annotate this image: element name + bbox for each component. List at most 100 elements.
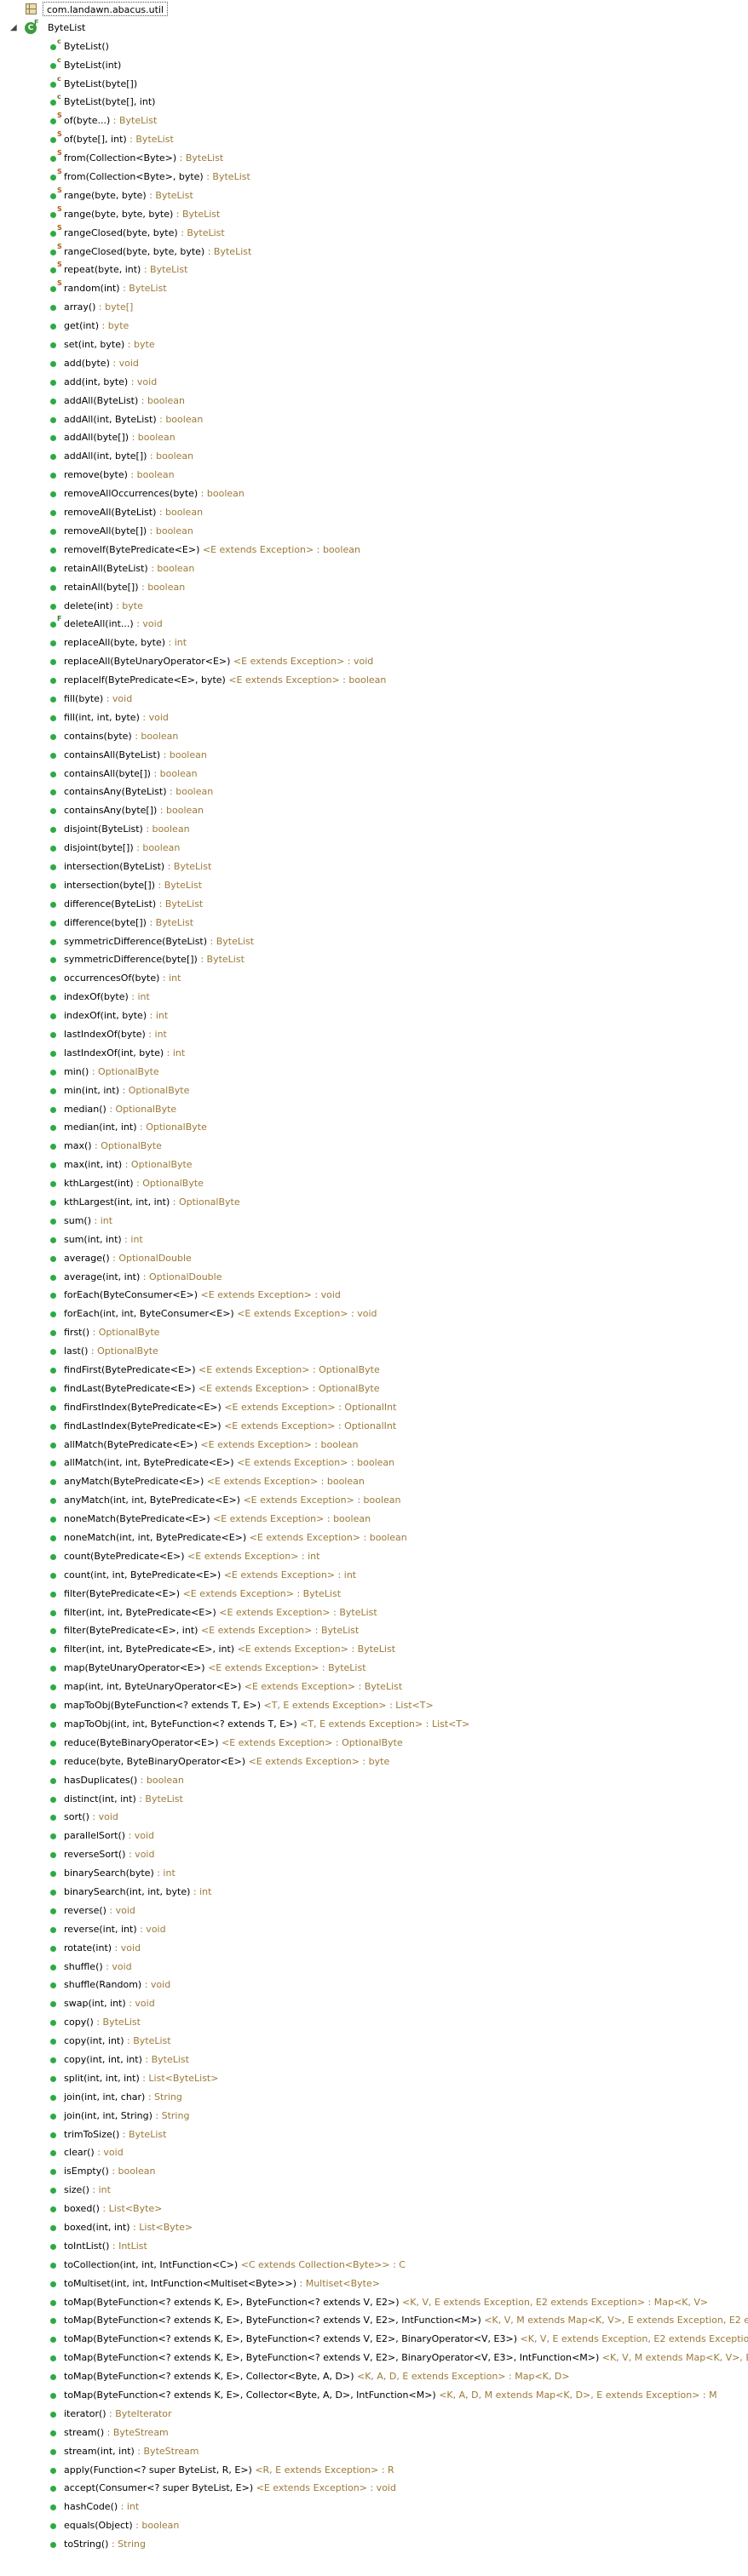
method-item[interactable]: anyMatch(BytePredicate<E>) <E extends Ex… — [0, 1472, 748, 1491]
method-item[interactable]: filter(int, int, BytePredicate<E>, int) … — [0, 1640, 748, 1659]
method-item[interactable]: removeIf(BytePredicate<E>) <E extends Ex… — [0, 541, 748, 559]
method-item[interactable]: delete(int) : byte — [0, 597, 748, 616]
method-item[interactable]: disjoint(byte[]) : boolean — [0, 839, 748, 858]
method-item[interactable]: array() : byte[] — [0, 298, 748, 317]
method-item[interactable]: toMap(ByteFunction<? extends K, E>, Coll… — [0, 2367, 748, 2386]
method-item[interactable]: kthLargest(int) : OptionalByte — [0, 1174, 748, 1193]
method-item[interactable]: containsAny(byte[]) : boolean — [0, 801, 748, 820]
method-item[interactable]: min() : OptionalByte — [0, 1063, 748, 1081]
method-item[interactable]: join(int, int, char) : String — [0, 2088, 748, 2107]
method-item[interactable]: kthLargest(int, int, int) : OptionalByte — [0, 1193, 748, 1212]
method-item[interactable]: reduce(ByteBinaryOperator<E>) <E extends… — [0, 1734, 748, 1753]
method-item[interactable]: copy(int, int) : ByteList — [0, 2032, 748, 2051]
method-item[interactable]: copy() : ByteList — [0, 2013, 748, 2032]
package-node[interactable]: com.landawn.abacus.util — [0, 0, 748, 19]
method-item[interactable]: toMap(ByteFunction<? extends K, E>, Byte… — [0, 2293, 748, 2312]
method-item[interactable]: get(int) : byte — [0, 317, 748, 336]
method-item[interactable]: distinct(int, int) : ByteList — [0, 1790, 748, 1809]
method-item[interactable]: median() : OptionalByte — [0, 1100, 748, 1119]
method-item[interactable]: addAll(ByteList) : boolean — [0, 392, 748, 410]
method-item[interactable]: equals(Object) : boolean — [0, 2516, 748, 2535]
method-item[interactable]: toMap(ByteFunction<? extends K, E>, Byte… — [0, 2330, 748, 2349]
method-item[interactable]: binarySearch(byte) : int — [0, 1864, 748, 1883]
method-item[interactable]: disjoint(ByteList) : boolean — [0, 820, 748, 839]
method-item[interactable]: shuffle() : void — [0, 1958, 748, 1976]
method-item[interactable]: shuffle(Random) : void — [0, 1976, 748, 1994]
method-item[interactable]: iterator() : ByteIterator — [0, 2405, 748, 2424]
method-item[interactable]: size() : int — [0, 2181, 748, 2200]
method-item[interactable]: sort() : void — [0, 1808, 748, 1827]
method-item[interactable]: noneMatch(int, int, BytePredicate<E>) <E… — [0, 1529, 748, 1547]
collapse-arrow-icon[interactable]: ◢ — [10, 22, 17, 32]
method-item[interactable]: trimToSize() : ByteList — [0, 2126, 748, 2144]
method-item[interactable]: fill(int, int, byte) : void — [0, 709, 748, 727]
method-item[interactable]: containsAll(byte[]) : boolean — [0, 765, 748, 783]
method-item[interactable]: toIntList() : IntList — [0, 2237, 748, 2256]
method-item[interactable]: retainAll(ByteList) : boolean — [0, 559, 748, 578]
method-item[interactable]: filter(BytePredicate<E>, int) <E extends… — [0, 1621, 748, 1640]
method-item[interactable]: addAll(int, byte[]) : boolean — [0, 447, 748, 466]
method-item[interactable]: contains(byte) : boolean — [0, 727, 748, 746]
method-item[interactable]: allMatch(int, int, BytePredicate<E>) <E … — [0, 1454, 748, 1472]
method-item[interactable]: max(int, int) : OptionalByte — [0, 1156, 748, 1174]
method-item[interactable]: difference(byte[]) : ByteList — [0, 914, 748, 932]
method-item[interactable]: count(BytePredicate<E>) <E extends Excep… — [0, 1547, 748, 1566]
method-item[interactable]: anyMatch(int, int, BytePredicate<E>) <E … — [0, 1491, 748, 1510]
method-item[interactable]: map(ByteUnaryOperator<E>) <E extends Exc… — [0, 1659, 748, 1678]
method-item[interactable]: toString() : String — [0, 2535, 748, 2554]
method-item[interactable]: difference(ByteList) : ByteList — [0, 895, 748, 914]
method-item[interactable]: reverse() : void — [0, 1902, 748, 1920]
method-item[interactable]: indexOf(byte) : int — [0, 988, 748, 1007]
method-item[interactable]: fill(byte) : void — [0, 690, 748, 709]
method-item[interactable]: indexOf(int, byte) : int — [0, 1007, 748, 1025]
method-item[interactable]: toCollection(int, int, IntFunction<C>) <… — [0, 2256, 748, 2275]
method-item[interactable]: mapToObj(ByteFunction<? extends T, E>) <… — [0, 1696, 748, 1715]
method-item[interactable]: removeAllOccurrences(byte) : boolean — [0, 485, 748, 503]
method-item[interactable]: noneMatch(BytePredicate<E>) <E extends E… — [0, 1510, 748, 1529]
method-item[interactable]: max() : OptionalByte — [0, 1137, 748, 1156]
method-item[interactable]: mapToObj(int, int, ByteFunction<? extend… — [0, 1715, 748, 1734]
method-item[interactable]: filter(int, int, BytePredicate<E>) <E ex… — [0, 1604, 748, 1622]
method-item[interactable]: median(int, int) : OptionalByte — [0, 1118, 748, 1137]
method-item[interactable]: removeAll(ByteList) : boolean — [0, 503, 748, 522]
method-item[interactable]: apply(Function<? super ByteList, R, E>) … — [0, 2461, 748, 2480]
method-item[interactable]: lastIndexOf(int, byte) : int — [0, 1044, 748, 1063]
method-item[interactable]: symmetricDifference(ByteList) : ByteList — [0, 932, 748, 951]
method-item[interactable]: stream(int, int) : ByteStream — [0, 2442, 748, 2461]
method-item[interactable]: boxed(int, int) : List<Byte> — [0, 2218, 748, 2237]
method-item[interactable]: remove(byte) : boolean — [0, 466, 748, 485]
method-item[interactable]: toMultiset(int, int, IntFunction<Multise… — [0, 2275, 748, 2293]
method-item[interactable]: occurrencesOf(byte) : int — [0, 969, 748, 988]
method-item[interactable]: map(int, int, ByteUnaryOperator<E>) <E e… — [0, 1678, 748, 1696]
method-item[interactable]: count(int, int, BytePredicate<E>) <E ext… — [0, 1566, 748, 1585]
method-item[interactable]: split(int, int, int) : List<ByteList> — [0, 2069, 748, 2088]
method-item[interactable]: parallelSort() : void — [0, 1827, 748, 1845]
method-item[interactable]: addAll(byte[]) : boolean — [0, 428, 748, 447]
method-item[interactable]: symmetricDifference(byte[]) : ByteList — [0, 950, 748, 969]
method-item[interactable]: reverse(int, int) : void — [0, 1920, 748, 1939]
method-item[interactable]: clear() : void — [0, 2143, 748, 2162]
method-item[interactable]: findFirst(BytePredicate<E>) <E extends E… — [0, 1361, 748, 1380]
method-item[interactable]: binarySearch(int, int, byte) : int — [0, 1883, 748, 1902]
method-item[interactable]: hashCode() : int — [0, 2498, 748, 2516]
method-item[interactable]: intersection(byte[]) : ByteList — [0, 876, 748, 895]
method-item[interactable]: containsAny(ByteList) : boolean — [0, 783, 748, 801]
method-item[interactable]: findLastIndex(BytePredicate<E>) <E exten… — [0, 1417, 748, 1436]
method-item[interactable]: filter(BytePredicate<E>) <E extends Exce… — [0, 1585, 748, 1604]
method-item[interactable]: rotate(int) : void — [0, 1939, 748, 1958]
method-item[interactable]: removeAll(byte[]) : boolean — [0, 522, 748, 541]
method-item[interactable]: intersection(ByteList) : ByteList — [0, 858, 748, 876]
method-item[interactable]: containsAll(ByteList) : boolean — [0, 746, 748, 765]
